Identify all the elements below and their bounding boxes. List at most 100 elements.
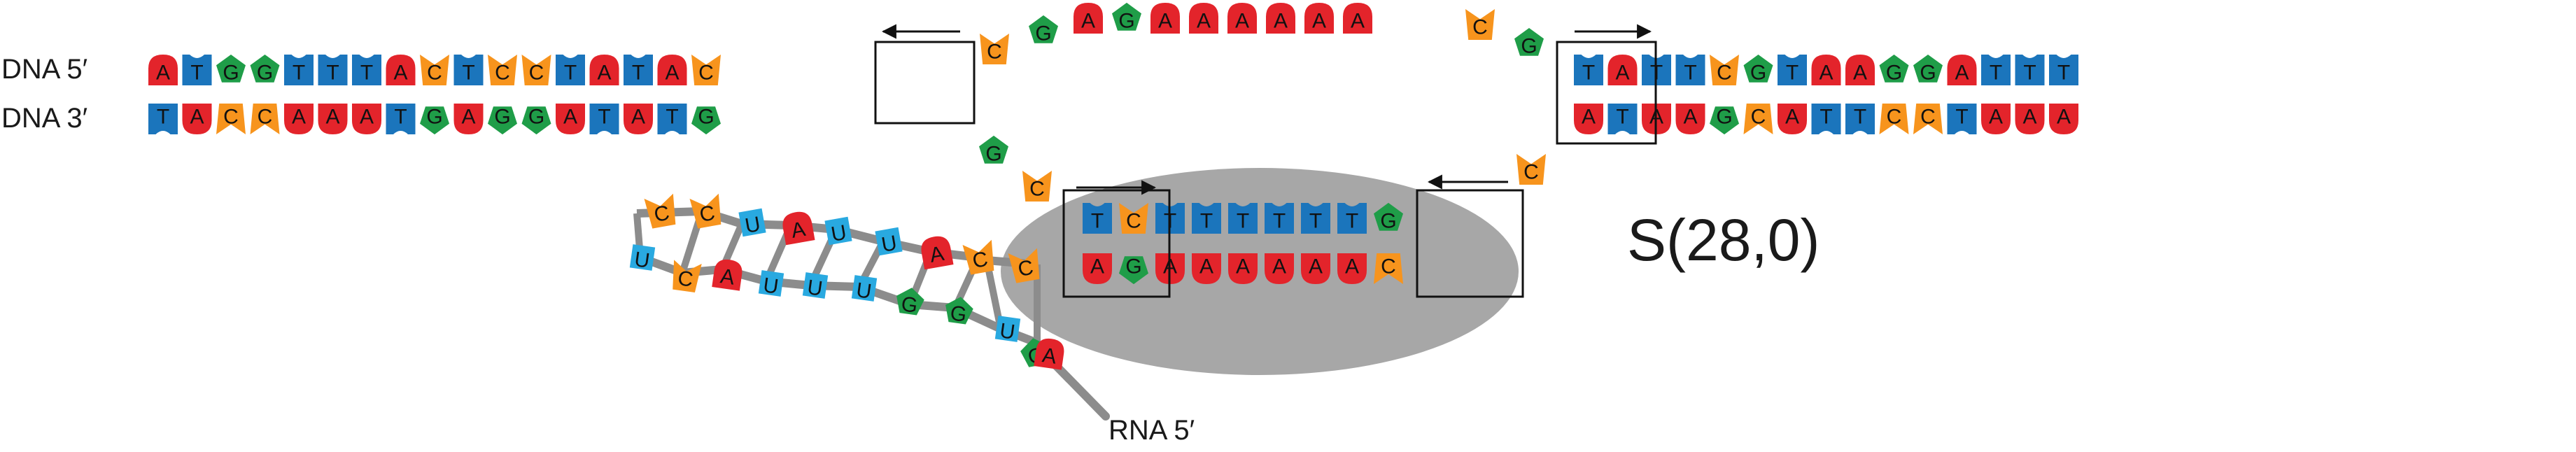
base-U-shape	[802, 272, 829, 299]
base-A-shape	[1981, 104, 2011, 134]
nucleotide-T: T	[1574, 55, 1603, 85]
nucleotide-C: C	[644, 193, 676, 229]
nucleotide-U: U	[802, 272, 829, 301]
base-letter: A	[1345, 255, 1359, 278]
nucleotide-C: C	[420, 55, 449, 85]
base-T-shape	[1607, 104, 1638, 134]
nucleotide-A: A	[1811, 55, 1841, 85]
base-C-shape	[1913, 104, 1943, 134]
nucleotide-G: G	[1514, 28, 1544, 58]
nucleotide-G: G	[250, 55, 280, 85]
base-A-shape	[453, 104, 484, 134]
nucleotide-A: A	[1304, 3, 1334, 34]
base-U-shape	[738, 208, 766, 237]
nucleotide-G: G	[979, 135, 1008, 166]
base-G-shape	[521, 106, 551, 135]
base-U-shape	[851, 275, 878, 302]
nucleotide-G: G	[521, 106, 551, 135]
base-G-shape	[1112, 2, 1141, 31]
base-G-shape	[1743, 55, 1773, 83]
base-letter: T	[1684, 62, 1696, 85]
base-letter: C	[676, 267, 694, 292]
base-letter: G	[1716, 106, 1732, 129]
nucleotide-A: A	[1265, 253, 1294, 284]
base-C-shape	[691, 55, 721, 85]
base-letter: T	[1990, 62, 2002, 85]
nucleotide-A: A	[712, 259, 742, 291]
base-letter: C	[223, 106, 239, 129]
nucleotide-C: C	[216, 104, 246, 134]
nucleotide-A: A	[1778, 104, 1807, 134]
base-letter: A	[597, 62, 611, 85]
base-A-shape	[556, 104, 585, 134]
base-letter: A	[1683, 106, 1697, 129]
nucleotide-A: A	[352, 104, 381, 134]
nucleotide-C: C	[1465, 9, 1495, 40]
base-letter: C	[1523, 161, 1539, 184]
base-T-shape	[1811, 104, 1841, 134]
nucleotide-G: G	[1112, 2, 1141, 33]
base-A-shape	[1778, 104, 1807, 134]
nucleotide-G: G	[420, 106, 449, 135]
base-letter: G	[1920, 62, 1936, 85]
nucleotide-T: T	[182, 55, 212, 85]
base-C-shape	[644, 193, 676, 229]
base-T-shape	[624, 55, 653, 85]
nucleotide-G: G	[1879, 55, 1909, 85]
dna-top-label: DNA 5′	[1, 54, 87, 85]
base-A-shape	[318, 104, 348, 134]
base-letter: A	[292, 106, 306, 129]
base-letter: T	[394, 106, 407, 129]
base-T-shape	[386, 104, 416, 134]
base-letter: T	[666, 106, 678, 129]
base-T-shape	[1301, 203, 1330, 234]
nucleotide-A: A	[921, 236, 954, 270]
base-C-shape	[962, 239, 994, 275]
base-letter: T	[598, 106, 610, 129]
base-letter: T	[2023, 62, 2036, 85]
base-A-shape	[1301, 253, 1330, 284]
base-T-shape	[1228, 203, 1258, 234]
structure-domain-ellipse	[1001, 168, 1519, 375]
base-T-shape	[1845, 104, 1875, 134]
base-letter: U	[761, 274, 780, 299]
base-A-shape	[1675, 104, 1705, 134]
nucleotide-T: T	[148, 104, 178, 134]
base-T-shape	[1337, 203, 1367, 234]
nucleotide-T: T	[556, 55, 585, 85]
base-letter: C	[1472, 16, 1488, 39]
base-A-shape	[921, 236, 954, 270]
nucleotide-C: C	[691, 55, 721, 85]
base-C-shape	[1516, 154, 1546, 185]
base-letter: A	[461, 106, 475, 129]
base-letter: A	[1272, 255, 1286, 278]
base-letter: T	[1616, 106, 1628, 129]
base-U-shape	[875, 227, 903, 256]
base-U-shape	[824, 216, 852, 246]
base-G-shape	[1119, 256, 1148, 285]
nucleotide-U: U	[629, 244, 656, 273]
nucleotide-A: A	[624, 104, 653, 134]
nucleotide-T: T	[1083, 203, 1112, 234]
nucleotide-U: U	[758, 270, 784, 299]
base-T-shape	[352, 55, 381, 85]
base-letter: G	[1118, 10, 1134, 33]
base-letter: C	[1920, 106, 1936, 129]
base-U-shape	[994, 316, 1021, 342]
base-letter: G	[698, 106, 714, 129]
base-G-shape	[420, 106, 449, 135]
base-letter: C	[258, 106, 273, 129]
nucleotide-G: G	[945, 297, 973, 327]
base-letter: A	[360, 106, 374, 129]
base-letter: T	[632, 62, 645, 85]
base-C-shape	[1008, 248, 1040, 283]
nucleotide-C: C	[689, 193, 722, 229]
nucleotide-A: A	[1301, 253, 1330, 284]
base-letter: T	[1273, 210, 1286, 233]
base-letter: T	[1346, 210, 1358, 233]
base-letter: A	[1274, 10, 1288, 33]
base-G-shape	[1029, 15, 1058, 43]
nucleotide-T: T	[1301, 203, 1330, 234]
base-letter: U	[805, 276, 824, 301]
nucleotide-C: C	[1374, 253, 1403, 284]
